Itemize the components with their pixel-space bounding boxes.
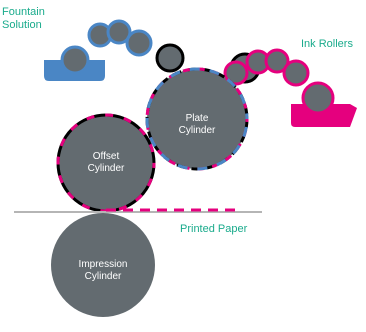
ink-fountain-roller [301,81,335,115]
fountain-solution-label-line1: Fountain [2,6,45,18]
plate-cylinder-label-line2: Cylinder [179,125,216,136]
water-roller [125,29,153,57]
ink-rollers-label: Ink Rollers [301,38,353,50]
fountain-solution-label-line2: Solution [2,19,42,31]
impression-cylinder-label-line1: Impression [79,259,128,270]
printed-paper-label: Printed Paper [180,223,248,235]
impression-cylinder-label-line2: Cylinder [85,271,122,282]
ink-roller [282,59,310,87]
plate-cylinder-water-rim [145,67,249,171]
impression-cylinder [51,213,155,317]
offset-cylinder-label-line1: Offset [93,151,120,162]
water-roller [106,19,132,45]
ink-roller [223,60,249,86]
plate-cylinder [147,69,247,169]
fountain-roller [60,45,90,75]
dampening-form-roller [155,43,185,73]
offset-cylinder-label-line2: Cylinder [88,163,125,174]
ink-roller [264,48,290,74]
plate-cylinder-label-line1: Plate [186,113,209,124]
